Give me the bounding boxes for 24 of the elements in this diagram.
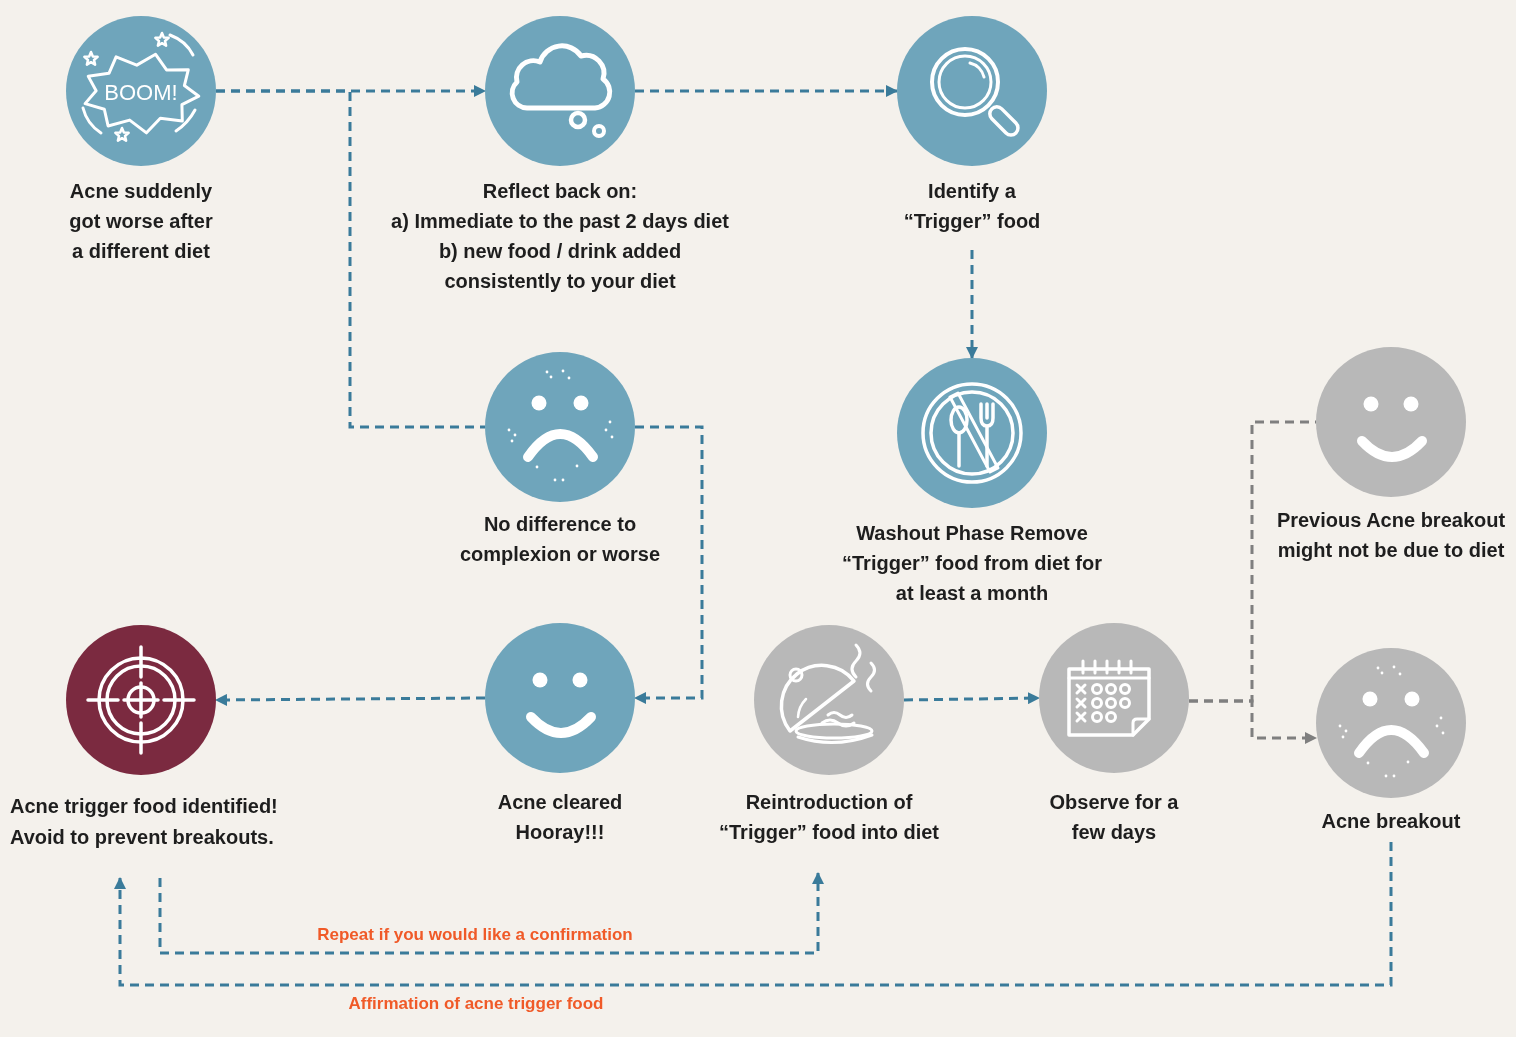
step-label: Acne breakout	[1320, 809, 1462, 834]
step-label: Washout Phase Remove “Trigger” food from diet for at least a month	[841, 521, 1103, 606]
dashed-line	[216, 89, 485, 429]
dashed-arrow	[158, 872, 824, 955]
step-label: Reintroduction of “Trigger” food into diet	[718, 790, 940, 845]
step-label: b) new food / drink added consistently to your diet	[437, 239, 683, 294]
step-label: Acne suddenly got worse after a different diet	[68, 179, 214, 264]
step-label: a) Immediate to the past 2 days diet	[390, 209, 730, 234]
step-label: No difference to complexion or worse	[458, 512, 662, 567]
dashed-arrow	[114, 842, 1393, 987]
dashed-arrow	[1189, 699, 1317, 744]
dashed-arrow	[634, 425, 704, 704]
dashed-arrow	[966, 250, 978, 359]
dashed-arrow	[903, 692, 1040, 705]
step-label: Reflect back on:	[481, 179, 639, 204]
step-label: Observe for a few days	[1048, 790, 1180, 845]
burst-text: BOOM!	[104, 81, 178, 105]
step-label: Acne trigger food identified!	[10, 794, 279, 819]
step-label: Previous Acne breakout might not be due to diet	[1275, 508, 1507, 563]
dashed-arrow	[635, 85, 898, 97]
step-label: Acne cleared Hooray!!!	[496, 790, 624, 845]
step-label: Avoid to prevent breakouts.	[10, 825, 275, 850]
step-label: Identify a “Trigger” food	[902, 179, 1042, 234]
dashed-arrow	[215, 693, 485, 706]
